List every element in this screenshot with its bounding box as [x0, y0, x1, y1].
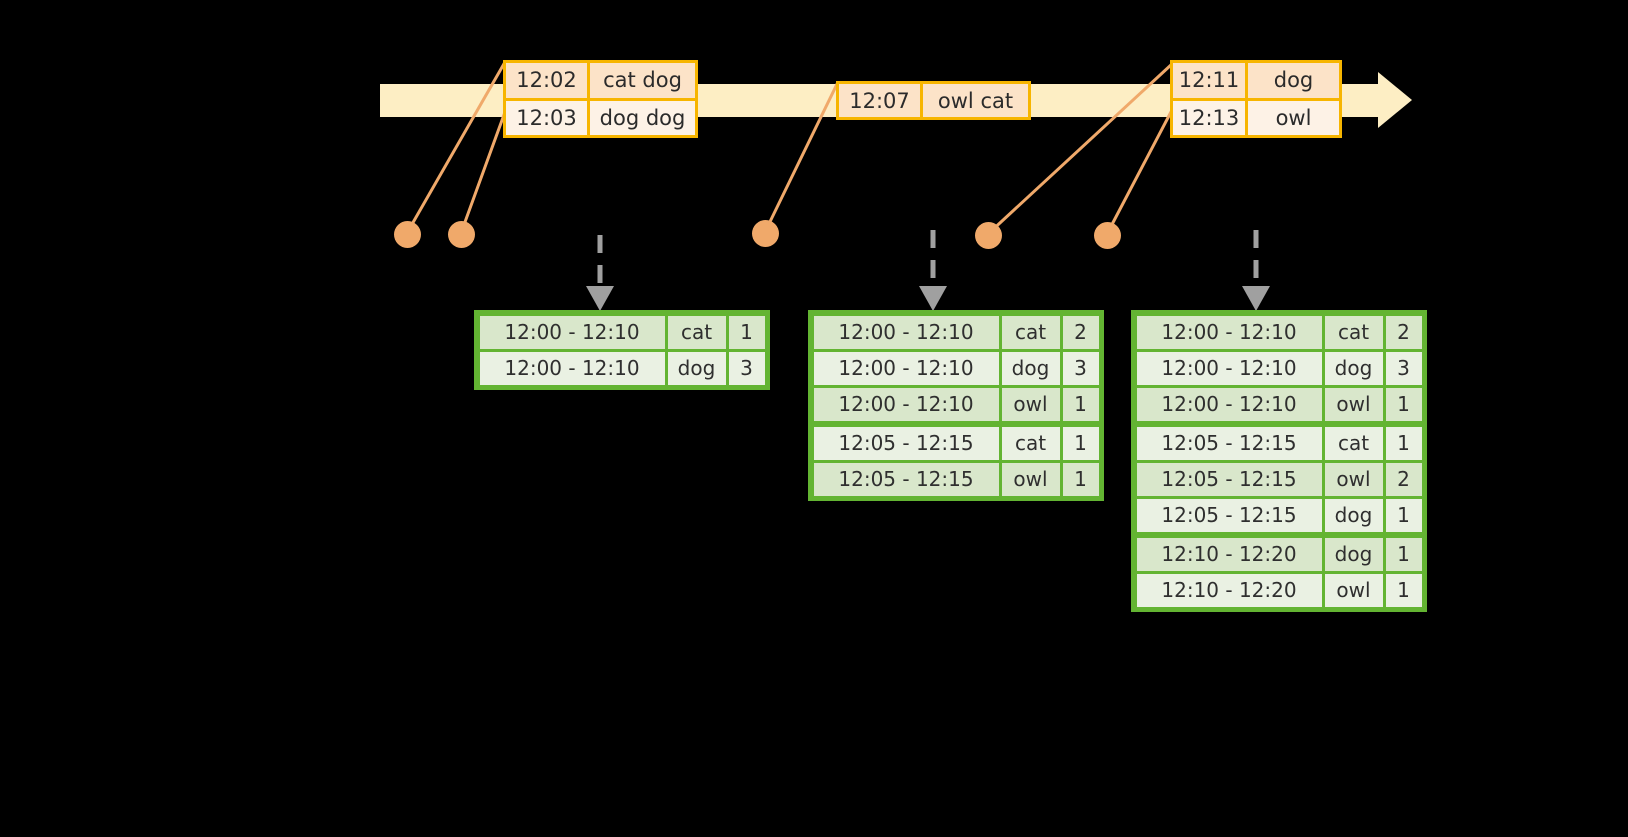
event-group-3[interactable]: 12:11 dog 12:13 owl — [1170, 60, 1342, 138]
event-time: 12:02 — [506, 63, 590, 98]
window-cell: 12:00 - 12:10 — [813, 315, 999, 349]
count-cell: 3 — [728, 351, 765, 385]
event-row[interactable]: 12:11 dog — [1173, 63, 1339, 98]
window-cell: 12:10 - 12:20 — [1136, 573, 1322, 607]
event-words: dog dog — [590, 100, 695, 135]
key-cell: dog — [667, 351, 726, 385]
key-cell: cat — [1001, 315, 1060, 349]
window-cell: 12:00 - 12:10 — [813, 351, 999, 385]
count-cell: 3 — [1062, 351, 1099, 385]
event-row[interactable]: 12:02 cat dog — [506, 63, 695, 98]
window-cell: 12:00 - 12:10 — [813, 387, 999, 421]
key-cell: owl — [1324, 387, 1383, 421]
count-cell: 2 — [1062, 315, 1099, 349]
key-cell: dog — [1324, 498, 1383, 532]
count-cell: 1 — [1062, 426, 1099, 460]
event-words: dog — [1248, 63, 1339, 98]
event-dot-1 — [394, 221, 421, 248]
key-cell: cat — [667, 315, 726, 349]
key-cell: dog — [1324, 537, 1383, 571]
window-cell: 12:00 - 12:10 — [479, 315, 665, 349]
count-cell: 1 — [1385, 498, 1422, 532]
window-cell: 12:00 - 12:10 — [1136, 351, 1322, 385]
window-cell: 12:10 - 12:20 — [1136, 537, 1322, 571]
count-cell: 1 — [1385, 573, 1422, 607]
count-cell: 1 — [1385, 387, 1422, 421]
window-cell: 12:05 - 12:15 — [813, 426, 999, 460]
key-cell: owl — [1001, 462, 1060, 496]
event-words: owl — [1248, 100, 1339, 135]
count-cell: 1 — [1062, 387, 1099, 421]
event-group-2[interactable]: 12:07 owl cat — [836, 81, 1031, 120]
window-cell: 12:05 - 12:15 — [1136, 462, 1322, 496]
window-cell: 12:00 - 12:10 — [479, 351, 665, 385]
window-cell: 12:00 - 12:10 — [1136, 315, 1322, 349]
timeline-arrowhead-icon — [1378, 72, 1412, 128]
key-cell: dog — [1001, 351, 1060, 385]
key-cell: cat — [1324, 426, 1383, 460]
window-cell: 12:05 - 12:15 — [813, 462, 999, 496]
key-cell: cat — [1001, 426, 1060, 460]
event-words: cat dog — [590, 63, 695, 98]
count-cell: 1 — [1385, 426, 1422, 460]
count-cell: 2 — [1385, 315, 1422, 349]
event-dot-3 — [752, 220, 779, 247]
key-cell: owl — [1324, 462, 1383, 496]
event-time: 12:13 — [1173, 100, 1248, 135]
event-dot-4 — [975, 222, 1002, 249]
key-cell: cat — [1324, 315, 1383, 349]
event-dot-5 — [1094, 222, 1121, 249]
event-words: owl cat — [923, 84, 1028, 117]
event-dot-2 — [448, 221, 475, 248]
count-cell: 1 — [1385, 537, 1422, 571]
window-cell: 12:05 - 12:15 — [1136, 426, 1322, 460]
window-cell: 12:00 - 12:10 — [1136, 387, 1322, 421]
event-group-1[interactable]: 12:02 cat dog 12:03 dog dog — [503, 60, 698, 138]
count-cell: 1 — [728, 315, 765, 349]
event-time: 12:03 — [506, 100, 590, 135]
event-row[interactable]: 12:13 owl — [1173, 97, 1339, 135]
event-row[interactable]: 12:03 dog dog — [506, 97, 695, 135]
key-cell: dog — [1324, 351, 1383, 385]
key-cell: owl — [1324, 573, 1383, 607]
event-time: 12:07 — [839, 84, 923, 117]
event-time: 12:11 — [1173, 63, 1248, 98]
count-cell: 1 — [1062, 462, 1099, 496]
window-cell: 12:05 - 12:15 — [1136, 498, 1322, 532]
count-cell: 3 — [1385, 351, 1422, 385]
key-cell: owl — [1001, 387, 1060, 421]
count-cell: 2 — [1385, 462, 1422, 496]
event-row[interactable]: 12:07 owl cat — [839, 84, 1028, 117]
